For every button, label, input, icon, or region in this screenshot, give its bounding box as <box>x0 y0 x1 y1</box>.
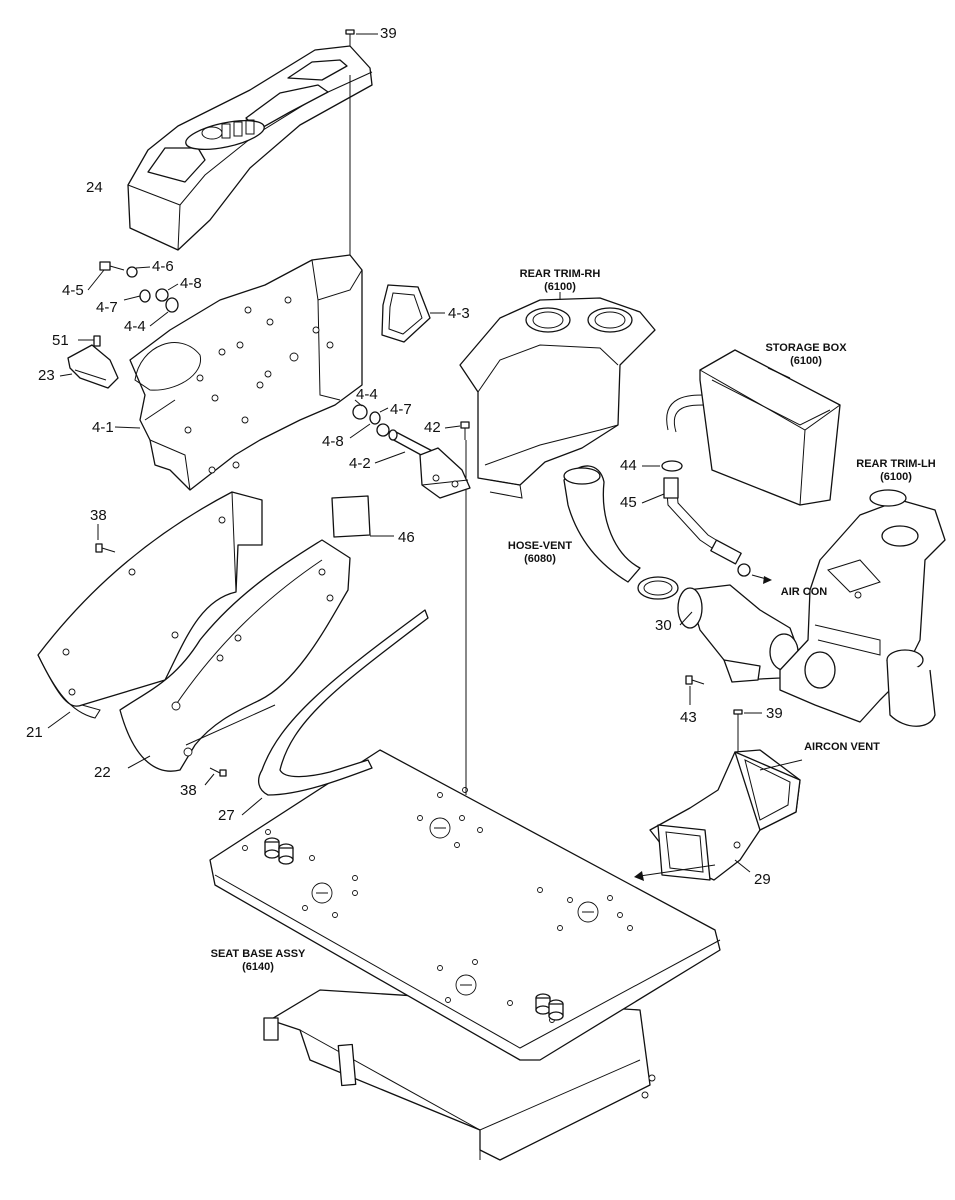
part-22-side-panel <box>119 539 351 772</box>
fasteners-lower <box>114 399 470 440</box>
callout-4-7-upper: 4-7 <box>96 299 118 316</box>
callout-22: 22 <box>94 764 111 781</box>
callout-42: 42 <box>424 419 441 436</box>
callout-27: 27 <box>218 807 235 824</box>
callout-38-left: 38 <box>90 507 107 524</box>
ref-storage-box-code: (6100) <box>790 355 822 367</box>
callout-4-6: 4-6 <box>152 258 174 275</box>
callout-30: 30 <box>655 617 672 634</box>
part-23-bracket <box>59 335 119 389</box>
ref-seat-base: SEAT BASE ASSY (6140) <box>196 948 320 974</box>
part-27-trim-strip <box>241 609 429 816</box>
callout-39-top: 39 <box>380 25 397 42</box>
ref-seat-base-code: (6140) <box>242 961 274 973</box>
callout-29: 29 <box>754 871 771 888</box>
ref-seat-base-name: SEAT BASE ASSY <box>210 948 306 960</box>
hose-vent <box>563 465 641 583</box>
callout-4-3: 4-3 <box>448 305 470 322</box>
part-38-screw-right <box>204 767 227 786</box>
part-29-aircon-vent <box>634 749 803 881</box>
part-46-label <box>331 495 394 538</box>
callout-46: 46 <box>398 529 415 546</box>
callout-43: 43 <box>680 709 697 726</box>
callout-4-4-upper: 4-4 <box>124 318 146 335</box>
callout-45: 45 <box>620 494 637 511</box>
callout-38-right: 38 <box>180 782 197 799</box>
part-39-screw-top <box>345 29 378 46</box>
callout-4-2: 4-2 <box>349 455 371 472</box>
callout-23: 23 <box>38 367 55 384</box>
part-4-2-shaft <box>374 429 471 499</box>
ref-hose-vent: HOSE-VENT (6080) <box>500 540 580 566</box>
callout-24: 24 <box>86 179 103 196</box>
part-24-console-cover <box>127 45 373 251</box>
part-44-45-drain-hose <box>641 394 772 584</box>
ref-hose-vent-code: (6080) <box>524 553 556 565</box>
callout-4-4-lower: 4-4 <box>356 386 378 403</box>
part-43-screw <box>685 675 705 705</box>
part-4-3-gasket <box>381 284 445 343</box>
ref-air-con: AIR CON <box>772 586 836 599</box>
ref-storage-box: STORAGE BOX (6100) <box>756 342 856 368</box>
ref-air-con-name: AIR CON <box>780 586 828 598</box>
ref-hose-vent-name: HOSE-VENT <box>507 540 573 552</box>
seat-base-holes <box>242 787 633 1023</box>
part-30-duct <box>677 584 799 683</box>
callout-39-right: 39 <box>766 705 783 722</box>
ref-rear-trim-rh-code: (6100) <box>544 281 576 293</box>
fasteners-upper-left <box>87 261 179 327</box>
ref-rear-trim-lh-code: (6100) <box>880 471 912 483</box>
callout-51: 51 <box>52 332 69 349</box>
callout-4-7-lower: 4-7 <box>390 401 412 418</box>
rear-trim-rh <box>459 292 656 499</box>
ref-rear-trim-lh-name: REAR TRIM-LH <box>856 458 936 470</box>
callout-21: 21 <box>26 724 43 741</box>
ref-rear-trim-rh: REAR TRIM-RH (6100) <box>508 268 612 294</box>
part-21-side-panel <box>37 491 263 729</box>
callout-4-5: 4-5 <box>62 282 84 299</box>
part-38-screw-left <box>95 524 116 553</box>
ref-aircon-vent: AIRCON VENT <box>792 741 892 754</box>
ref-aircon-vent-name: AIRCON VENT <box>804 741 880 753</box>
storage-box <box>699 349 841 506</box>
rear-trim-lh <box>779 489 946 727</box>
ref-rear-trim-lh: REAR TRIM-LH (6100) <box>846 458 946 484</box>
callout-4-1: 4-1 <box>92 419 114 436</box>
callout-4-8-upper: 4-8 <box>180 275 202 292</box>
part-4-1-bracket <box>129 254 363 491</box>
ref-rear-trim-rh-name: REAR TRIM-RH <box>519 268 601 280</box>
hose-clamp <box>637 576 679 600</box>
callout-4-8-lower: 4-8 <box>322 433 344 450</box>
ref-storage-box-name: STORAGE BOX <box>765 342 847 354</box>
seat-base-assy <box>209 749 721 1161</box>
callout-44: 44 <box>620 457 637 474</box>
